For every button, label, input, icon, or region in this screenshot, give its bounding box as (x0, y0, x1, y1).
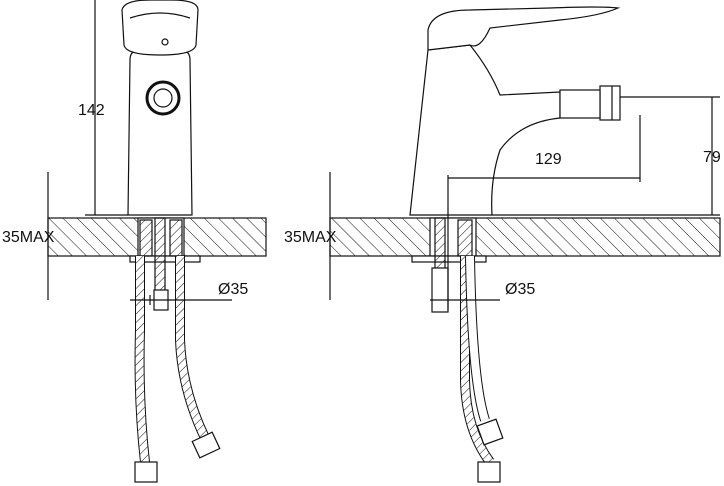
countertop-side (329, 217, 721, 257)
spout-height-label: 79 (703, 149, 721, 166)
side-view (329, 6, 721, 483)
countertop-thickness-label-side: 35MAX (284, 229, 337, 246)
aerator-front (145, 80, 181, 116)
hole-diameter-label-side: Ø35 (505, 281, 536, 298)
countertop-thickness-label-front: 35MAX (2, 229, 55, 246)
hole-diameter-label-front: Ø35 (218, 281, 249, 298)
reach-dimension-label: 129 (535, 151, 562, 168)
front-view (47, 0, 267, 483)
nozzle-side (599, 85, 621, 121)
faucet-body-front (127, 49, 193, 216)
handle-side (427, 6, 621, 51)
height-dimension-label: 142 (78, 102, 105, 119)
handle-front (121, 0, 199, 56)
faucet-body-side (409, 44, 561, 216)
